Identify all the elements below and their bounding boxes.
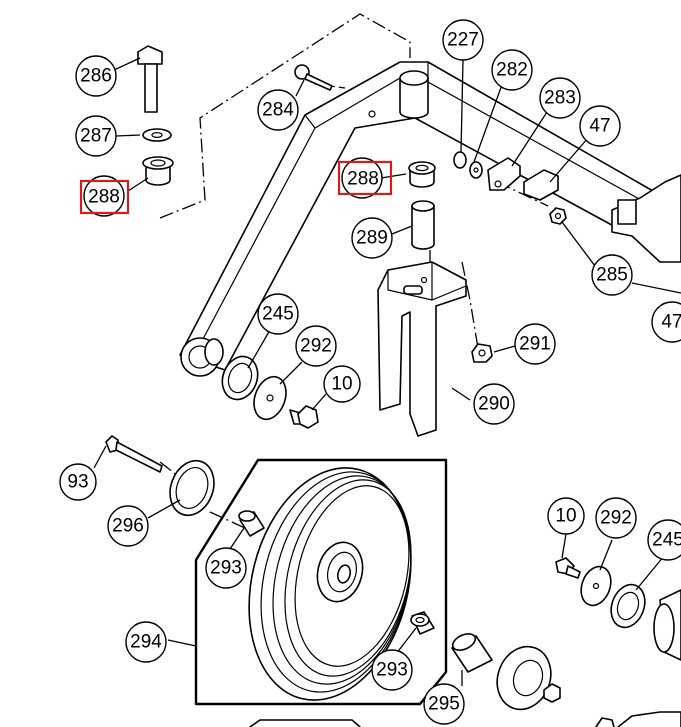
svg-text:295: 295 [428,694,460,715]
svg-text:10: 10 [331,374,352,395]
bracket-290 [377,261,467,437]
callout-289: 289 [351,217,393,259]
callout-293-upper: 293 [205,547,247,589]
nut-285 [549,207,567,225]
callout-292-left: 292 [295,325,337,367]
highlight-box [337,160,393,196]
callout-10-right: 10 [547,497,585,535]
svg-text:288: 288 [88,187,120,208]
svg-text:282: 282 [496,60,528,81]
leader-lines [93,57,681,686]
highlight-box [79,179,130,215]
callouts: 286 287 288 284 227 282 283 47 [59,19,681,725]
callout-284: 284 [257,89,299,131]
svg-text:287: 287 [80,126,112,147]
callout-282: 282 [491,49,533,91]
svg-text:10: 10 [555,506,576,527]
hub-cap [496,645,561,711]
svg-text:47: 47 [661,312,681,333]
svg-text:245: 245 [262,304,294,325]
spacer-293-upper [238,510,265,537]
callout-296: 296 [107,505,149,547]
bolt-10-left [289,405,319,429]
callout-288-left: 288 [79,175,130,217]
nut-291 [471,343,493,363]
spacer-289 [411,200,435,250]
svg-text:293: 293 [210,558,242,579]
svg-text:47: 47 [589,116,610,137]
svg-text:294: 294 [130,632,162,653]
svg-text:289: 289 [356,228,388,249]
svg-text:227: 227 [447,30,479,51]
bottom-partial-parts [249,711,681,727]
spacer-295 [451,633,493,673]
callout-245-left: 245 [257,293,299,335]
right-hardware [555,557,681,661]
svg-text:284: 284 [262,100,294,121]
callout-93: 93 [59,463,97,501]
arm-end-bracket [611,174,681,263]
svg-text:245: 245 [652,530,681,551]
callout-287: 287 [75,115,117,157]
wheel-294 [248,467,412,701]
svg-text:296: 296 [112,516,144,537]
callout-286: 286 [75,55,117,97]
pin-284 [294,64,333,91]
svg-text:291: 291 [519,334,551,355]
svg-text:292: 292 [600,508,632,529]
callout-47-right: 47 [651,301,681,343]
callout-47-top: 47 [579,105,621,147]
bushing-288-mid [408,161,436,188]
callout-283: 283 [539,77,581,119]
callout-291: 291 [514,323,556,365]
svg-text:290: 290 [478,394,510,415]
frame-arm [179,61,661,377]
callout-227: 227 [442,19,484,61]
svg-text:93: 93 [67,472,88,493]
clip-283 [487,157,521,191]
callout-292-right: 292 [595,497,637,539]
washer-287 [142,128,172,142]
svg-text:285: 285 [596,265,628,286]
callout-293-lower: 293 [371,649,413,691]
svg-text:293: 293 [376,660,408,681]
svg-text:292: 292 [300,336,332,357]
svg-text:283: 283 [544,88,576,109]
block-47 [523,169,559,201]
disc-292-left [253,375,287,421]
callout-290: 290 [473,383,515,425]
callout-245-right: 245 [647,519,681,561]
wheel-kit-box [194,458,448,706]
callout-10-left: 10 [323,365,361,403]
callout-285: 285 [591,254,633,296]
tube-227 [399,70,429,119]
bearing-296 [169,459,215,517]
small-washers [453,151,483,179]
callout-294: 294 [125,621,167,663]
spacer-293-lower [410,611,435,635]
callout-295: 295 [423,683,465,725]
axle-bolt-93 [105,435,163,473]
bushing-288-left [142,156,174,186]
bolt-286 [137,45,163,113]
svg-text:286: 286 [80,66,112,87]
callout-288-mid: 288 [337,157,393,199]
svg-text:288: 288 [347,169,379,190]
